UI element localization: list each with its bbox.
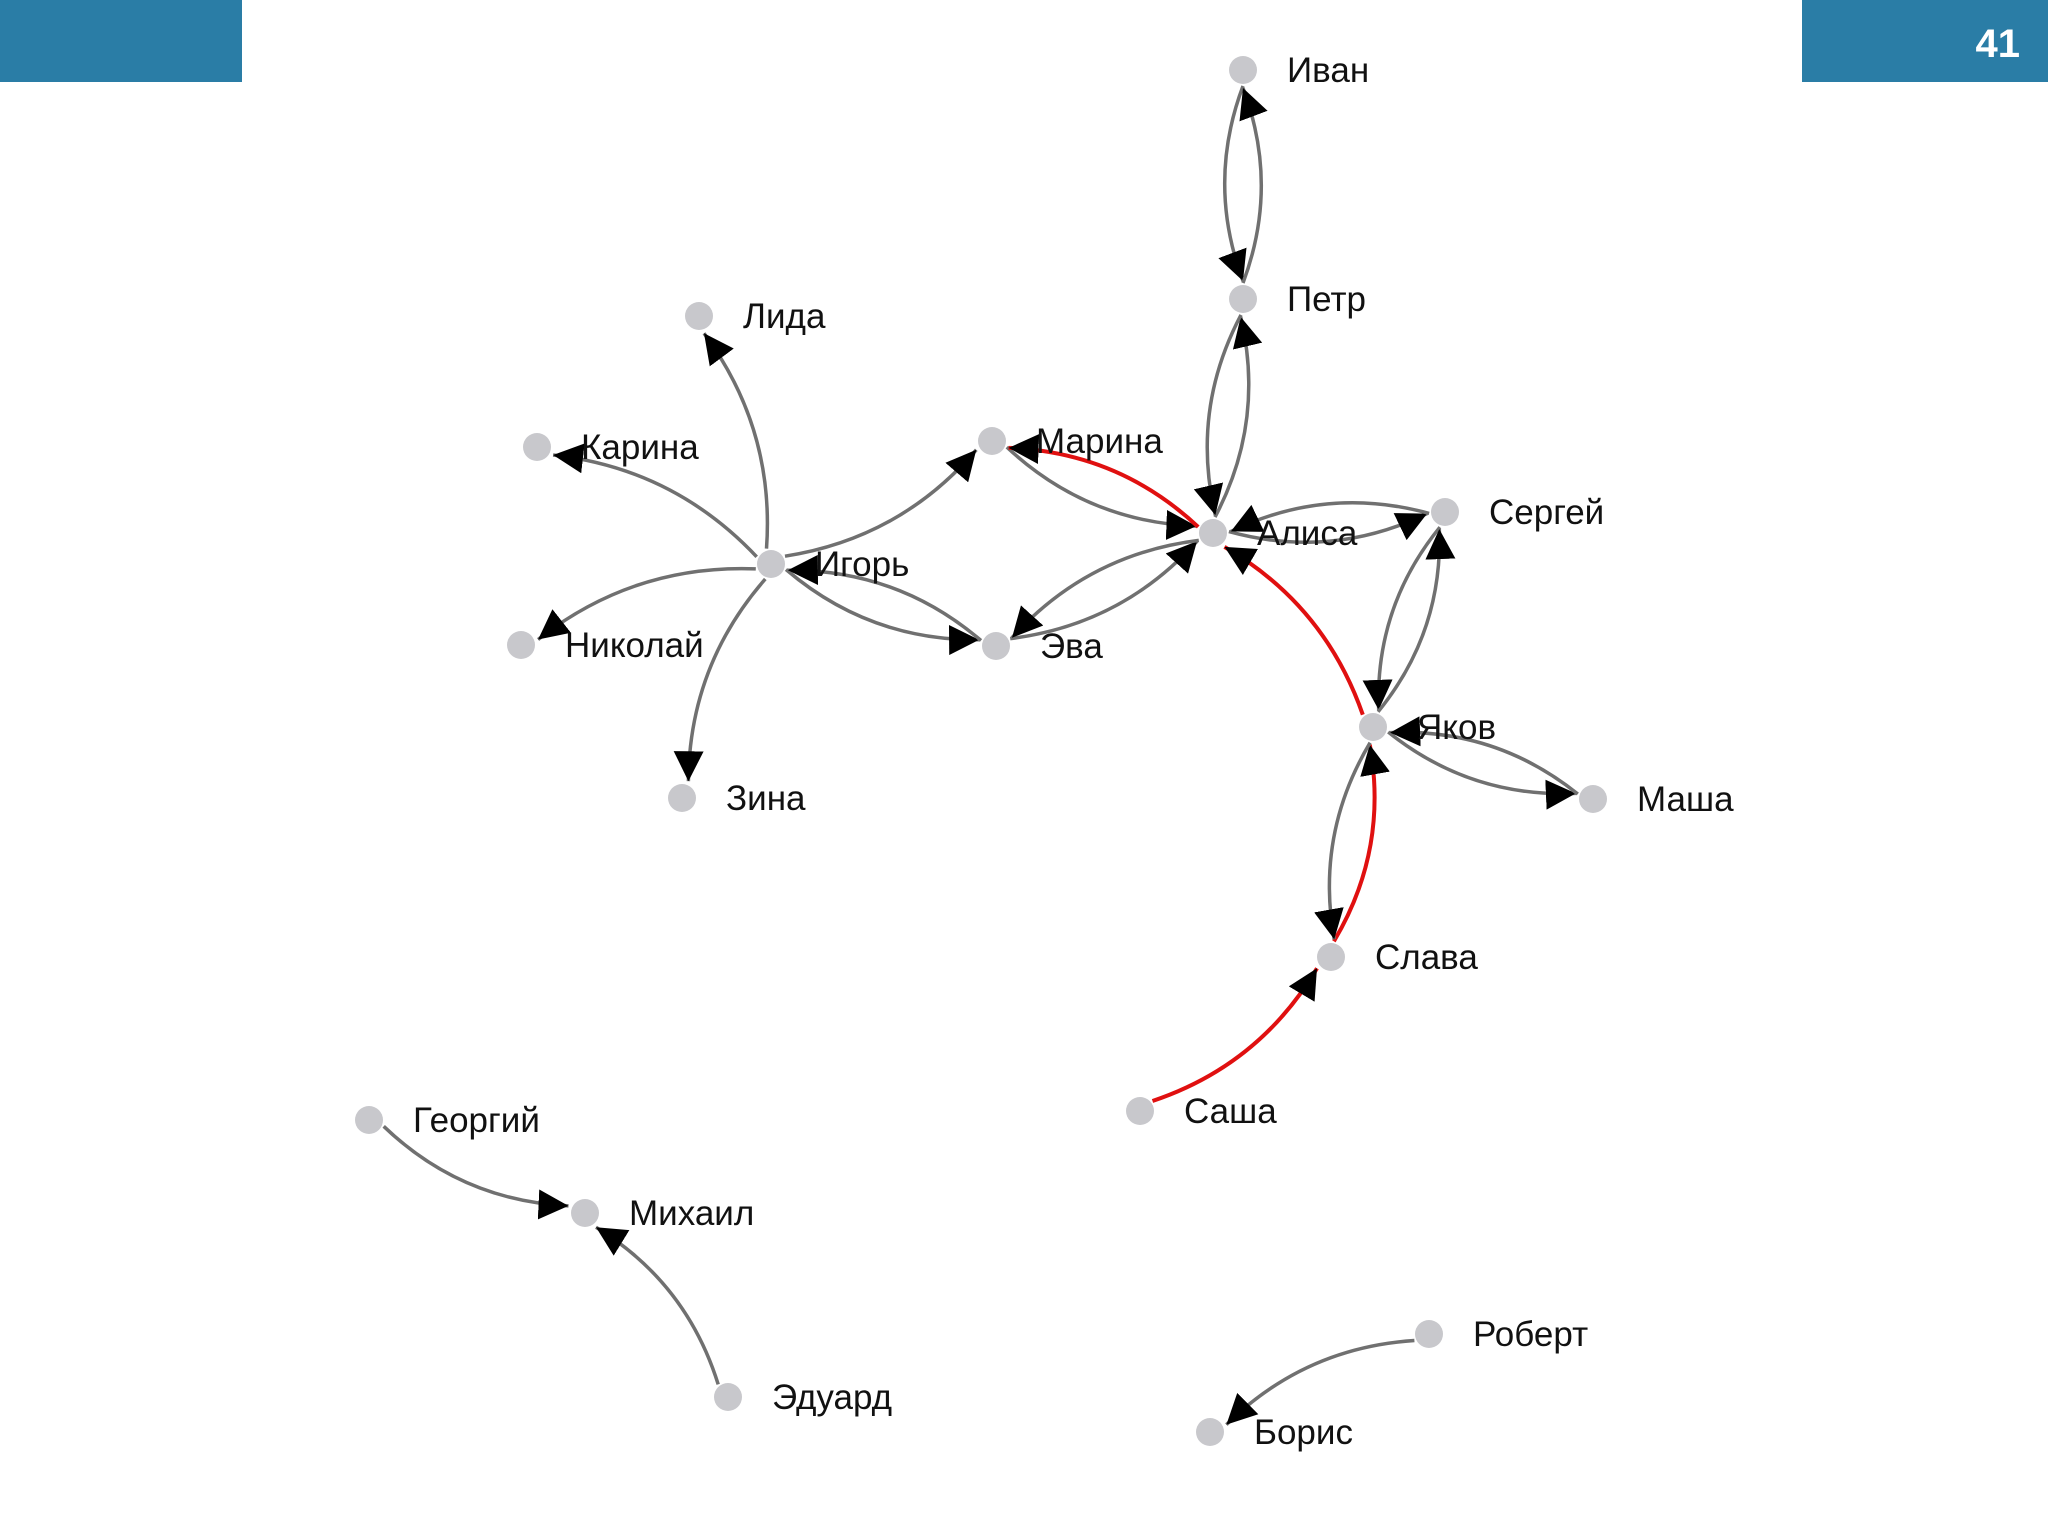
node-label-eduard: Эдуард [772, 1378, 892, 1417]
edge-masha-yakov [1390, 716, 1579, 796]
edge-yakov-masha [1387, 730, 1576, 810]
edge-robert-boris [1225, 1338, 1415, 1426]
header-bar-right: 41 [1802, 0, 2048, 82]
node-dot-alisa [1199, 519, 1227, 547]
node-marina: Марина [978, 422, 1163, 461]
edge-alisa-marina [1008, 434, 1200, 529]
node-label-robert: Роберт [1473, 1315, 1588, 1354]
node-dot-robert [1415, 1320, 1443, 1348]
node-dot-masha [1579, 785, 1607, 813]
node-mikhail: Михаил [571, 1194, 754, 1233]
node-boris: Борис [1196, 1413, 1353, 1452]
node-zina: Зина [668, 779, 806, 818]
node-eduard: Эдуард [714, 1378, 892, 1417]
node-slava: Слава [1317, 938, 1478, 977]
node-dot-zina [668, 784, 696, 812]
edge-igor-lida [702, 332, 770, 549]
node-eva: Эва [982, 627, 1103, 666]
node-label-georgiy: Георгий [413, 1101, 540, 1140]
node-dot-nikolay [507, 631, 535, 659]
node-label-ivan: Иван [1287, 51, 1369, 90]
node-dot-ivan [1229, 56, 1257, 84]
node-label-masha: Маша [1637, 780, 1734, 819]
node-label-petr: Петр [1287, 280, 1366, 319]
edge-petr-ivan [1239, 87, 1268, 284]
node-georgiy: Георгий [355, 1101, 540, 1140]
node-label-slava: Слава [1375, 938, 1478, 977]
node-dot-lida [685, 302, 713, 330]
node-dot-eva [982, 632, 1010, 660]
edge-georgiy-mikhail [382, 1125, 569, 1220]
edge-igor-zina [673, 577, 767, 782]
node-label-sergey: Сергей [1489, 493, 1604, 532]
edge-yakov-sergey [1376, 529, 1456, 713]
node-petr: Петр [1229, 280, 1366, 319]
node-label-karina: Карина [581, 428, 699, 467]
node-dot-boris [1196, 1418, 1224, 1446]
edge-sasha-slava [1151, 967, 1319, 1103]
edge-igor-eva [784, 568, 980, 656]
node-sergey: Сергей [1431, 493, 1604, 532]
node-karina: Карина [523, 428, 699, 467]
node-igor: Игорь [757, 545, 909, 584]
node-label-alisa: Алиса [1257, 514, 1358, 553]
node-label-mikhail: Михаил [629, 1194, 754, 1233]
edge-marina-alisa [1005, 445, 1197, 540]
node-label-lida: Лида [743, 297, 826, 336]
edge-eva-alisa [1009, 540, 1199, 641]
node-dot-georgiy [355, 1106, 383, 1134]
slide-number: 41 [1975, 22, 2021, 66]
node-alisa: Алиса [1199, 514, 1358, 553]
node-ivan: Иван [1229, 51, 1369, 90]
node-dot-petr [1229, 285, 1257, 313]
header-bar-left [0, 0, 242, 82]
edge-sergey-yakov [1362, 526, 1442, 710]
node-dot-mikhail [571, 1199, 599, 1227]
edge-igor-karina [552, 443, 758, 558]
node-lida: Лида [685, 297, 826, 336]
node-nikolay: Николай [507, 626, 704, 665]
node-dot-sasha [1126, 1097, 1154, 1125]
node-yakov: Яков [1359, 708, 1496, 747]
node-masha: Маша [1579, 780, 1734, 819]
edge-ivan-petr [1218, 85, 1247, 282]
edge-alisa-sergey [1228, 512, 1428, 544]
node-label-eva: Эва [1040, 627, 1103, 666]
edge-yakov-slava [1314, 741, 1372, 940]
edge-petr-alisa [1193, 314, 1243, 516]
node-dot-karina [523, 433, 551, 461]
node-label-nikolay: Николай [565, 626, 704, 665]
node-dot-slava [1317, 943, 1345, 971]
edge-alisa-petr [1213, 316, 1263, 518]
edge-eduard-mikhail [595, 1225, 720, 1385]
edge-layer [382, 85, 1579, 1426]
node-label-zina: Зина [726, 779, 806, 818]
edge-eva-igor [787, 554, 983, 642]
edge-slava-yakov [1332, 744, 1390, 943]
node-label-marina: Марина [1036, 422, 1163, 461]
node-label-yakov: Яков [1417, 708, 1496, 747]
node-dot-sergey [1431, 498, 1459, 526]
node-label-igor: Игорь [815, 545, 909, 584]
node-dot-marina [978, 427, 1006, 455]
node-label-sasha: Саша [1184, 1092, 1277, 1131]
edge-igor-marina [784, 448, 978, 558]
node-dot-igor [757, 550, 785, 578]
node-dot-eduard [714, 1383, 742, 1411]
edge-yakov-alisa [1223, 545, 1365, 716]
edge-alisa-eva [1010, 538, 1200, 639]
node-robert: Роберт [1415, 1315, 1588, 1354]
node-dot-yakov [1359, 713, 1387, 741]
node-sasha: Саша [1126, 1092, 1277, 1131]
edge-sergey-alisa [1230, 501, 1430, 533]
node-label-boris: Борис [1254, 1413, 1353, 1452]
edge-igor-nikolay [537, 566, 756, 641]
